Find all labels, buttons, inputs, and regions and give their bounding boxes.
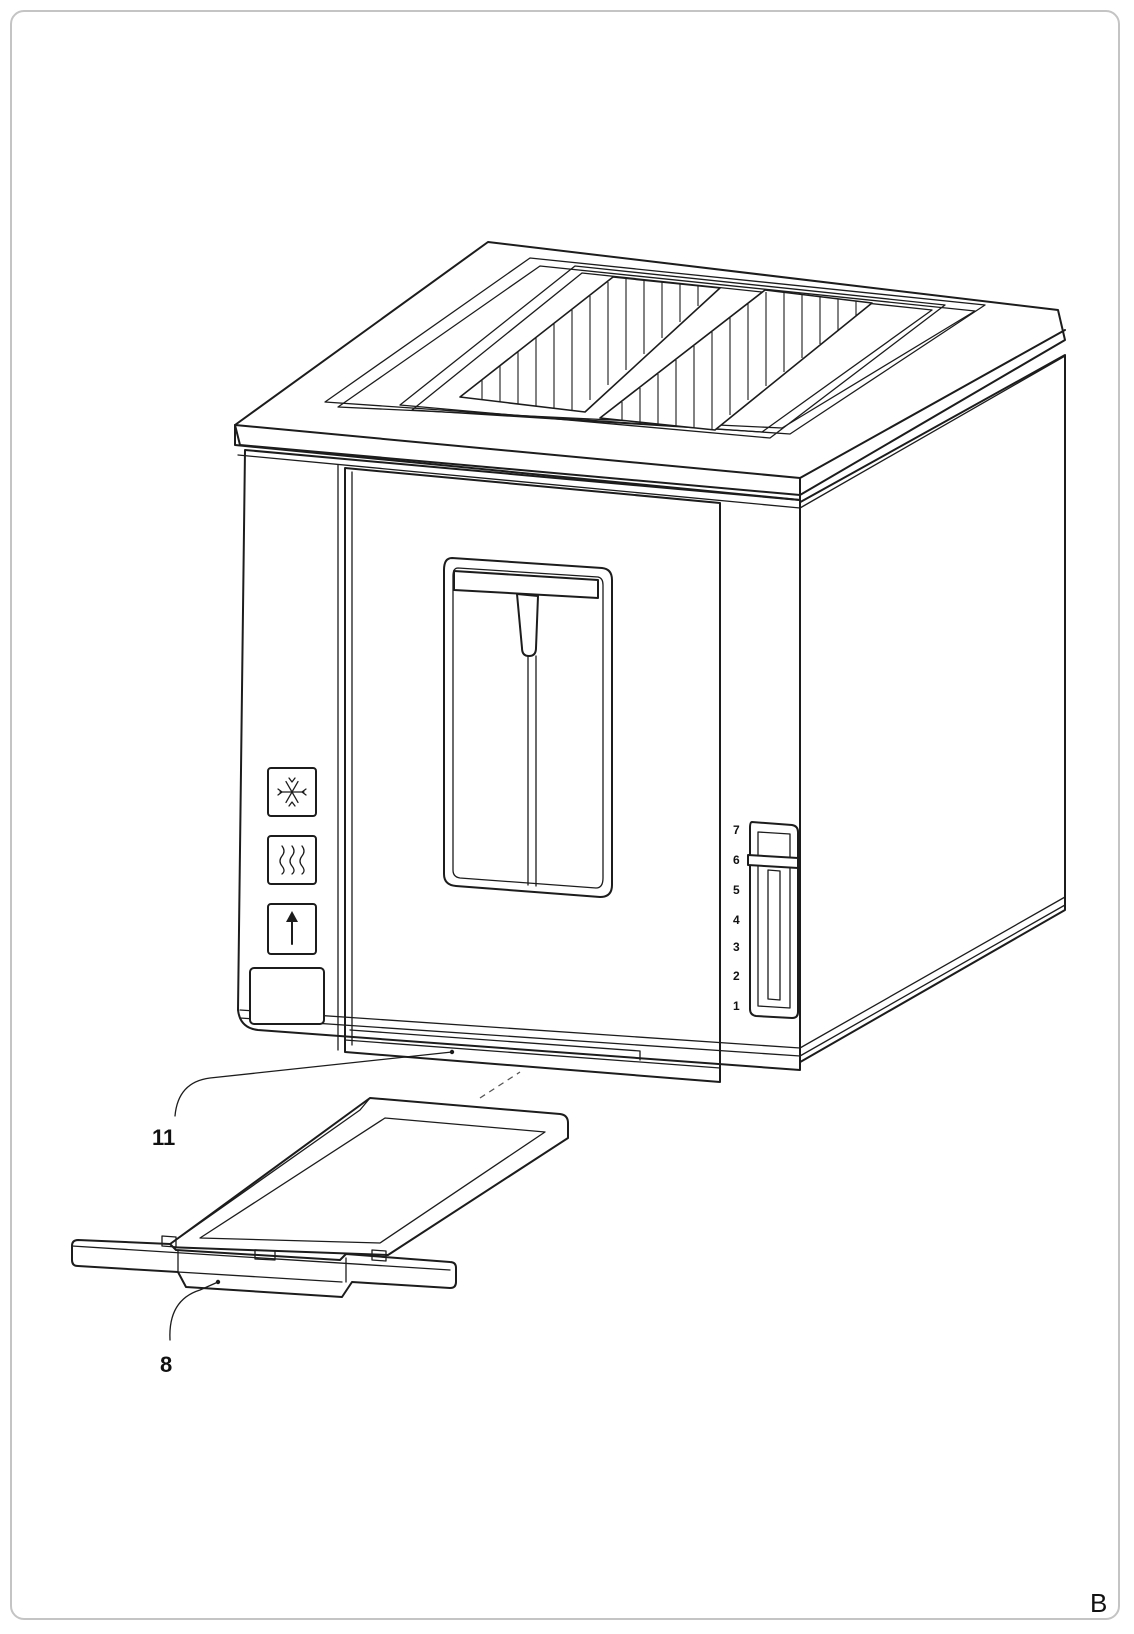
insertion-guide <box>479 1071 521 1099</box>
reheat-icon <box>279 845 305 875</box>
scale-label-7: 7 <box>733 823 740 837</box>
arrow-up-icon <box>286 911 298 945</box>
crumb-tray[interactable] <box>71 1097 569 1298</box>
browning-scale: 7 6 5 4 3 2 1 <box>733 823 740 1013</box>
defrost-button[interactable] <box>267 767 317 817</box>
bread-slot-left <box>459 276 721 413</box>
snowflake-icon <box>277 777 307 807</box>
power-indicator <box>249 967 325 1025</box>
cancel-button[interactable] <box>267 903 317 955</box>
callout-label-11: 11 <box>152 1125 175 1150</box>
toast-lever[interactable] <box>453 570 599 887</box>
browning-knob[interactable] <box>747 854 799 869</box>
bread-slot-right <box>599 289 873 431</box>
scale-label-6: 6 <box>733 853 740 867</box>
callout-label-8: 8 <box>160 1352 172 1377</box>
callout-11: 11 <box>152 1049 455 1150</box>
scale-label-4: 4 <box>733 913 740 927</box>
reheat-button[interactable] <box>267 835 317 885</box>
page-frame <box>10 10 1120 1620</box>
scale-label-5: 5 <box>733 883 740 897</box>
browning-slider[interactable] <box>747 821 799 1019</box>
scale-label-2: 2 <box>733 969 740 983</box>
callout-8: 8 <box>160 1279 221 1377</box>
figure-letter: B <box>1090 1588 1107 1618</box>
toaster-body <box>234 241 1066 1083</box>
scale-label-3: 3 <box>733 940 740 954</box>
scale-label-1: 1 <box>733 999 740 1013</box>
